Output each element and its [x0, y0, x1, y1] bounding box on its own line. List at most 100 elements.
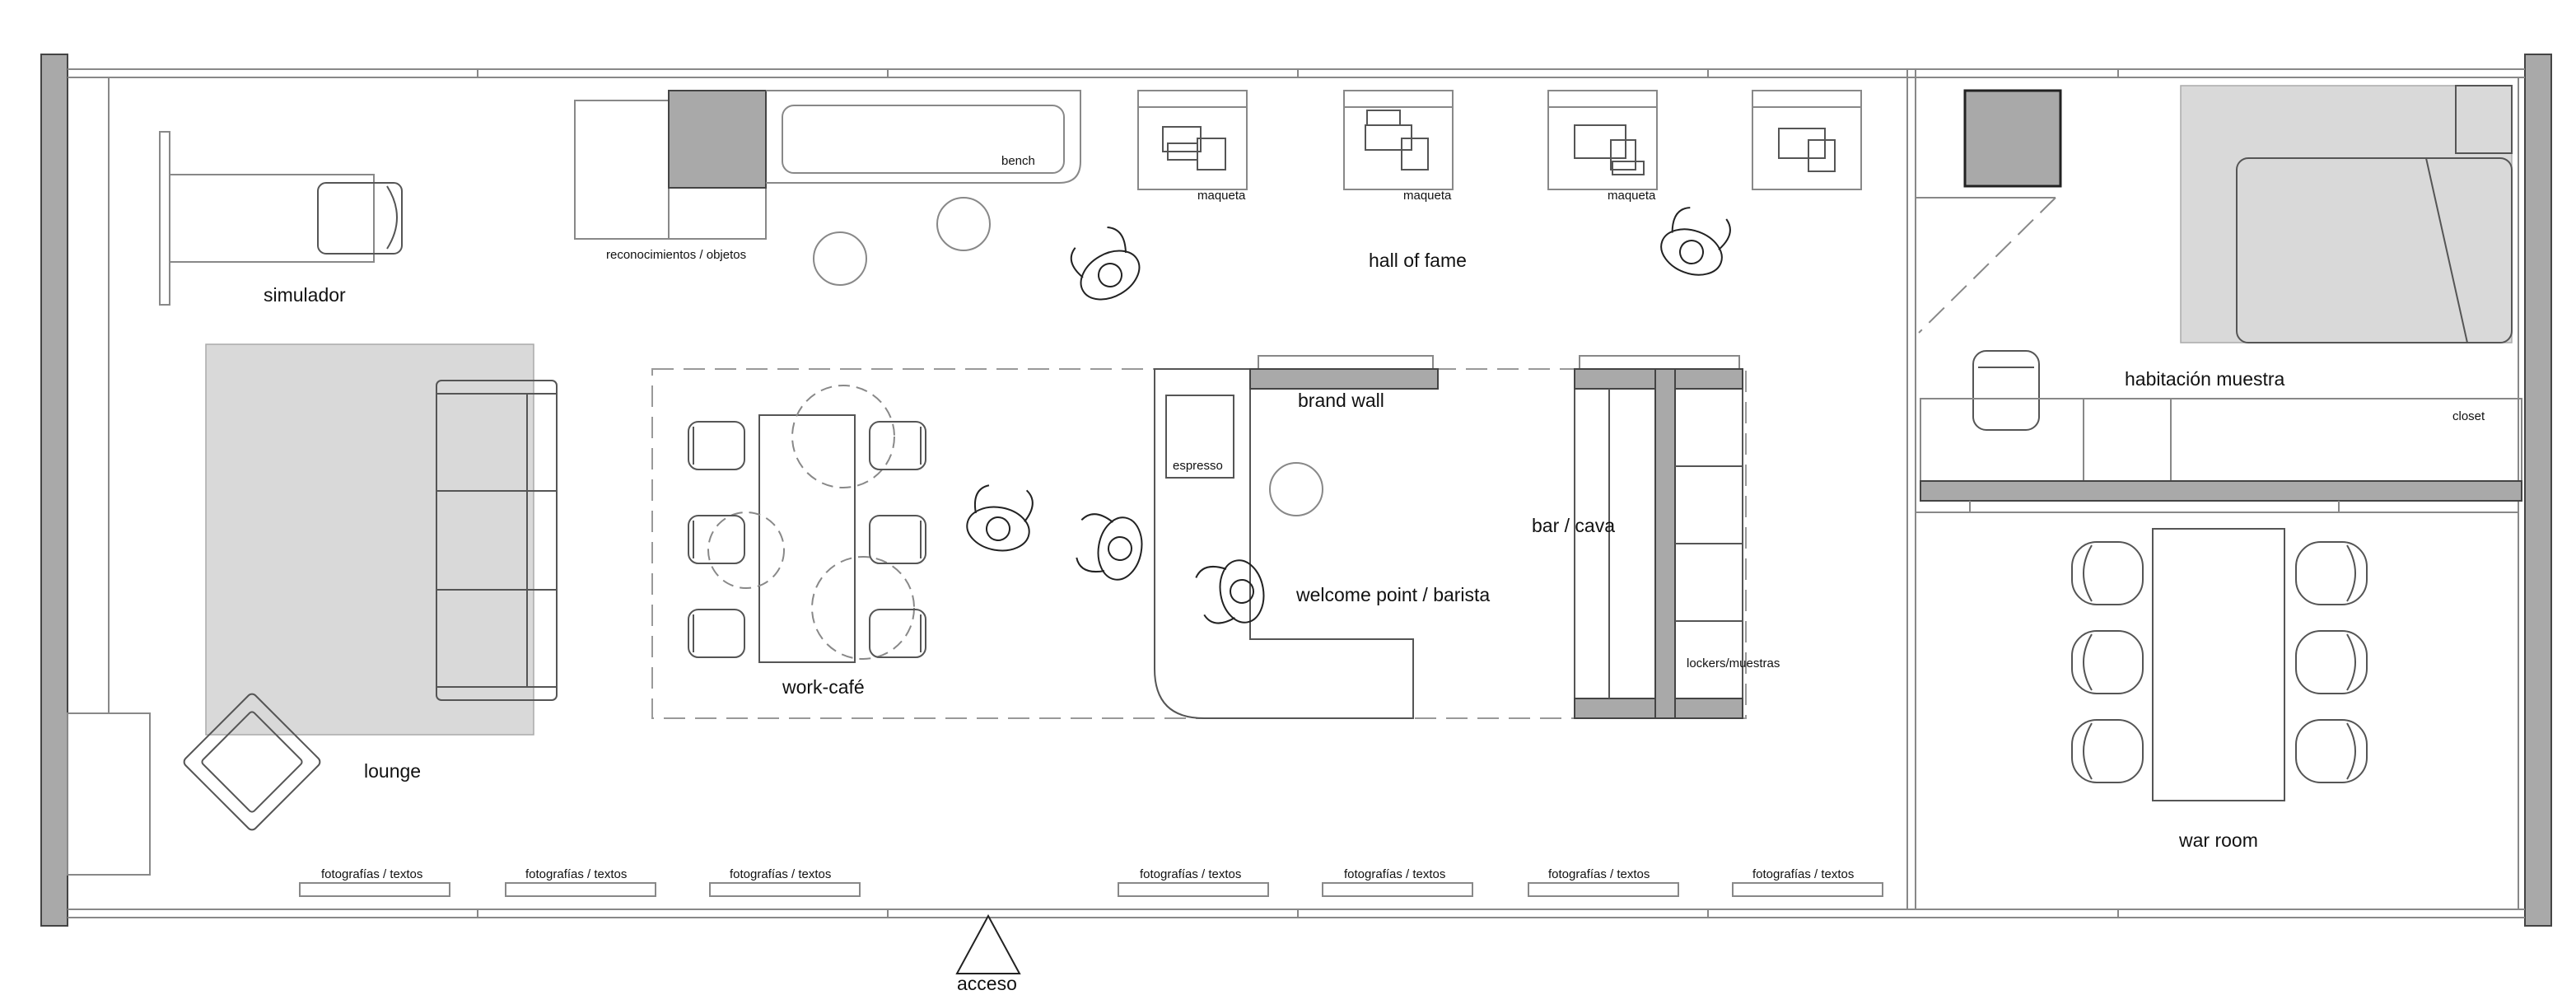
cafe-chair: [688, 609, 745, 658]
bed: [2236, 157, 2513, 343]
central-zone-outline: [651, 368, 1747, 719]
right-end-wall: [2524, 54, 2552, 927]
maqueta-label-2: maqueta: [1403, 189, 1452, 203]
conference-chair: [2295, 541, 2368, 605]
closet-desk: [1920, 398, 2522, 482]
chair-swing: [707, 512, 785, 589]
maqueta-label-1: maqueta: [1197, 189, 1246, 203]
espresso-machine: [1165, 395, 1234, 479]
bench: [782, 105, 1065, 174]
hall-of-fame-label: hall of fame: [1369, 250, 1467, 271]
photo-panel: [505, 882, 656, 897]
closet-base: [1920, 480, 2522, 502]
acceso-label: acceso: [957, 973, 1017, 994]
lounge-rug: [205, 343, 534, 736]
photo-panels: fotografías / textos fotografías / texto…: [299, 867, 1883, 897]
maqueta-label-3: maqueta: [1608, 189, 1656, 203]
welcome-point-area: espresso brand wall welcome point / bari…: [1154, 355, 1490, 719]
cafe-chair: [688, 515, 745, 564]
bar-cava-label: bar / cava: [1532, 515, 1615, 536]
photo-caption: fotografías / textos: [1752, 867, 1854, 881]
display-block: [668, 90, 767, 189]
photo-caption: fotografías / textos: [1140, 867, 1241, 881]
bench-outline: [766, 90, 1081, 184]
war-room-label: war room: [2178, 829, 2258, 851]
cafe-chair: [869, 421, 926, 470]
bed-sheet-fold: [2425, 157, 2468, 343]
access-arrow-icon: [955, 913, 1021, 974]
cafe-chair: [869, 515, 926, 564]
lounge-armchair: [183, 693, 321, 831]
photo-caption: fotografías / textos: [321, 867, 422, 881]
person-icon: [1195, 559, 1265, 624]
bar-cava-area: bar / cava lockers/muestras: [1532, 355, 1780, 719]
reconocimientos-label: reconocimientos / objetos: [606, 248, 746, 262]
reconocimientos-area: bench reconocimientos / objetos: [574, 90, 1081, 286]
round-table: [936, 197, 991, 251]
conference-chair: [2295, 719, 2368, 783]
conference-chair: [2071, 630, 2144, 694]
welcome-point-label: welcome point / barista: [1295, 584, 1490, 605]
exterior-walls: [40, 54, 2552, 927]
photo-panel: [1322, 882, 1473, 897]
work-cafe-label: work-café: [782, 676, 865, 698]
brand-wall-frame: [1258, 355, 1434, 370]
espresso-label: espresso: [1173, 459, 1223, 473]
chair-swing: [811, 556, 915, 660]
simulator-seat-back: [386, 185, 398, 250]
brand-wall-panel: [1249, 368, 1439, 390]
photo-panel: [1118, 882, 1269, 897]
left-storage-block: [67, 712, 151, 876]
conference-chair: [2071, 541, 2144, 605]
simulator-platform: [169, 174, 375, 263]
simulador-label: simulador: [264, 284, 346, 306]
simulator-seat: [317, 182, 403, 255]
habitacion-area: habitación muestra closet: [1916, 85, 2522, 513]
chair-swing: [791, 385, 895, 488]
bench-label: bench: [1001, 154, 1035, 168]
simulator-back-panel: [159, 131, 170, 306]
maqueta-stand-3: [1547, 90, 1658, 190]
photo-panel: [1732, 882, 1883, 897]
standing-table: [1269, 462, 1323, 516]
round-table: [813, 231, 867, 286]
maqueta-stand-2: [1343, 90, 1454, 190]
sofa: [436, 380, 558, 701]
conference-chair: [2071, 719, 2144, 783]
storage-block: [1963, 89, 2062, 188]
lockers-label: lockers/muestras: [1687, 656, 1780, 670]
photo-panel: [1528, 882, 1679, 897]
nightstand: [2455, 85, 2513, 154]
war-room-area: war room: [2071, 528, 2368, 851]
maqueta-stand-4: [1752, 90, 1862, 190]
maqueta-stand-1: [1137, 90, 1248, 190]
lounge-label: lounge: [364, 760, 421, 782]
photo-caption: fotografías / textos: [525, 867, 627, 881]
barista-counter: [1154, 368, 1414, 719]
simulador-area: simulador: [159, 131, 403, 306]
person-icon: [1070, 226, 1141, 301]
photo-caption: fotografías / textos: [730, 867, 831, 881]
photo-panel: [709, 882, 861, 897]
person-icon: [1660, 207, 1731, 276]
photo-caption: fotografías / textos: [1344, 867, 1445, 881]
work-cafe-area: work-café: [688, 385, 1143, 698]
person-icon: [1076, 513, 1143, 581]
photo-caption: fotografías / textos: [1548, 867, 1650, 881]
access-marker: acceso: [955, 913, 1021, 994]
person-icon: [966, 484, 1034, 552]
door-swing: [1918, 197, 2056, 334]
bar-center-post: [1654, 368, 1676, 719]
conference-chair: [2295, 630, 2368, 694]
cafe-chair: [688, 421, 745, 470]
bed-area: [2180, 85, 2513, 343]
bar-top-frame: [1579, 355, 1740, 370]
hall-of-fame-area: maqueta maqueta maqueta hall of fame: [1070, 90, 1862, 301]
lounge-area: lounge: [183, 343, 558, 831]
photo-panel: [299, 882, 450, 897]
habitacion-label: habitación muestra: [2125, 368, 2285, 390]
brand-wall-label: brand wall: [1298, 390, 1384, 411]
cafe-chair: [869, 609, 926, 658]
conference-table: [2152, 528, 2285, 801]
